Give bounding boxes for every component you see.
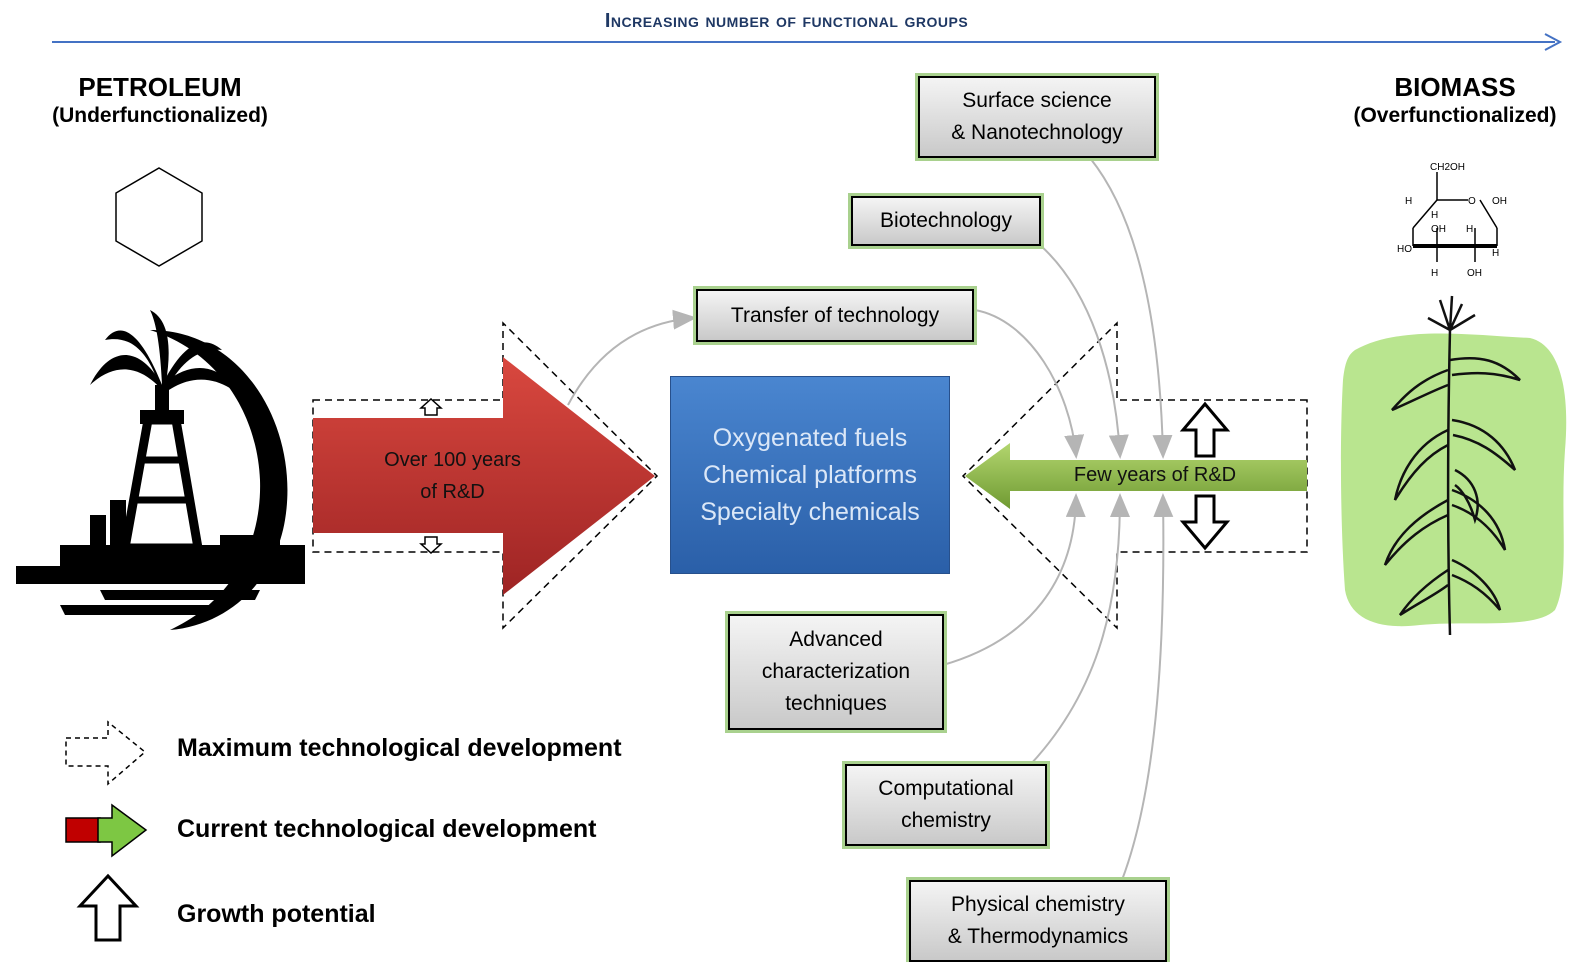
advanced-line2: characterization — [761, 660, 911, 683]
functional-groups-arrow — [52, 33, 1563, 51]
biomass-max-development-arrow — [961, 321, 1308, 630]
corn-plant-icon — [1383, 295, 1521, 636]
legend-current-icon — [65, 803, 148, 858]
glucose-label-h2: H — [1431, 210, 1438, 221]
petroleum-heading: PETROLEUM (Underfunctionalized) — [30, 72, 290, 130]
glucose-label-oh3: OH — [1467, 268, 1482, 279]
petroleum-growth-arrows-icon — [419, 397, 443, 555]
glucose-label-h4: H — [1492, 248, 1499, 259]
glucose-label-ch2oh: CH2OH — [1430, 162, 1465, 173]
connector-lines — [567, 157, 1174, 881]
physical-chemistry-box: Physical chemistry & Thermodynamics — [906, 877, 1170, 962]
petroleum-title: PETROLEUM — [78, 72, 242, 102]
functional-groups-title: Increasing number of functional groups — [604, 10, 969, 32]
glucose-label-h5: H — [1431, 268, 1438, 279]
red-arrow-label: Over 100 years of R&D — [350, 444, 555, 508]
advanced-characterization-box: Advanced characterization techniques — [725, 611, 947, 733]
products-line2: Chemical platforms — [703, 460, 917, 489]
transfer-technology-box: Transfer of technology — [693, 286, 977, 345]
glucose-label-oh2: OH — [1431, 224, 1446, 235]
legend-current-label: Current technological development — [177, 815, 597, 843]
petroleum-max-development-arrow — [312, 321, 659, 630]
biomass-growth-arrows-icon — [1179, 401, 1231, 551]
products-line3: Specialty chemicals — [700, 497, 920, 526]
petroleum-current-development-arrow — [313, 357, 655, 595]
products-line1: Oxygenated fuels — [712, 423, 908, 452]
biomass-background-shape — [1340, 333, 1567, 627]
glucose-molecule-icon — [1412, 172, 1498, 262]
physical-line1: Physical chemistry — [951, 893, 1125, 916]
glucose-labels: CH2OH H O OH H OH H HO H H OH — [1397, 162, 1507, 279]
glucose-label-o: O — [1468, 196, 1476, 207]
advanced-line1: Advanced — [789, 628, 883, 651]
glucose-label-h1: H — [1405, 196, 1412, 207]
petroleum-subtitle: (Underfunctionalized) — [52, 104, 268, 127]
physical-line2: & Thermodynamics — [947, 925, 1129, 948]
surface-science-line1: Surface science — [962, 89, 1112, 112]
legend-growth-icon — [76, 873, 140, 942]
green-arrow-label: Few years of R&D — [1073, 464, 1237, 486]
advanced-line3: techniques — [785, 692, 887, 715]
glucose-label-h3: H — [1466, 224, 1473, 235]
biotechnology-box: Biotechnology — [848, 193, 1044, 249]
biomass-heading: BIOMASS (Overfunctionalized) — [1340, 72, 1570, 130]
legend-growth-label: Growth potential — [177, 900, 376, 928]
legend-max-label: Maximum technological development — [177, 734, 622, 762]
red-arrow-line1: Over 100 years — [384, 449, 521, 471]
computational-line2: chemistry — [901, 809, 991, 832]
glucose-label-ho: HO — [1397, 244, 1412, 255]
surface-science-box: Surface science & Nanotechnology — [915, 73, 1159, 161]
computational-line1: Computational — [878, 777, 1014, 800]
computational-chemistry-box: Computational chemistry — [842, 761, 1050, 849]
surface-science-line2: & Nanotechnology — [951, 121, 1123, 144]
biomass-subtitle: (Overfunctionalized) — [1353, 104, 1557, 127]
oil-rig-icon — [16, 310, 305, 630]
biomass-current-development-arrow — [965, 443, 1307, 509]
biomass-title: BIOMASS — [1394, 72, 1516, 102]
legend-max-icon — [65, 720, 147, 786]
glucose-label-oh1: OH — [1492, 196, 1507, 207]
red-arrow-line2: of R&D — [420, 481, 485, 503]
benzene-ring-icon — [115, 167, 203, 267]
products-box: Oxygenated fuels Chemical platforms Spec… — [670, 376, 950, 574]
